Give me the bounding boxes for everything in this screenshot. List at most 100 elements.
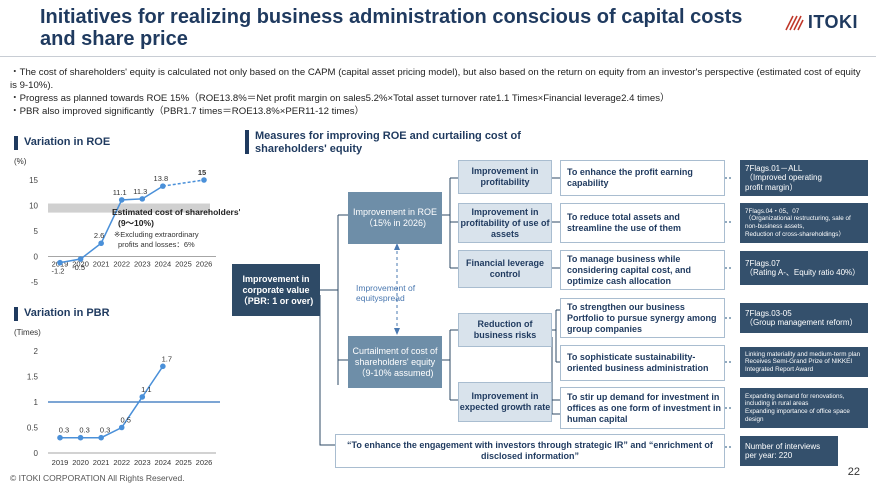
x-tick-label: 2025 — [175, 260, 192, 269]
flag-line: profit margin） — [745, 182, 798, 192]
data-label: 11.1 — [113, 188, 127, 197]
x-tick-label: 2026 — [196, 458, 213, 465]
logo-text: ITOKI — [807, 12, 858, 32]
data-point — [118, 424, 125, 431]
data-point — [77, 434, 84, 441]
action-reduce-assets: To reduce total assets and streamline th… — [560, 203, 725, 243]
data-label: 0.3 — [79, 426, 89, 435]
flag-line: Number of interviews — [745, 441, 821, 451]
flag-line: non-business assets, — [745, 223, 805, 230]
flag-box-7: Number of interviews per year: 220 — [740, 436, 838, 466]
data-label: -1.2 — [52, 267, 65, 276]
x-tick-label: 2023 — [134, 260, 151, 269]
flag-line: Receives Semi-Grand Prize of NIKKEI — [745, 358, 853, 366]
data-label: 0.5 — [120, 416, 130, 425]
data-point — [98, 240, 104, 247]
header-divider — [0, 56, 876, 57]
heading-bar — [245, 130, 249, 154]
flag-box-2: 7Flags.04・05、07 （Organizational restruct… — [740, 203, 868, 243]
flag-line: Expanding demand for renovations, — [745, 392, 845, 400]
data-point — [77, 256, 84, 262]
data-point — [160, 363, 166, 370]
y-tick-label: 1.5 — [27, 373, 39, 382]
x-tick-label: 2019 — [52, 458, 69, 465]
flag-line: （Improved operating — [745, 173, 822, 183]
data-point — [139, 196, 146, 202]
action-business-portfolio: To strengthen our business Portfolio to … — [560, 298, 725, 338]
intro-bullets: ・The cost of shareholders' equity is cal… — [10, 66, 868, 118]
itoki-logo-icon — [785, 15, 804, 30]
equity-spread-label: Improvement of equityspread — [356, 283, 416, 303]
flag-line: （Organizational restructuring, sale of — [745, 215, 851, 223]
roe-chart: (%)151050-520192020202120222023202420252… — [14, 157, 240, 287]
data-label: 1.7 — [162, 354, 172, 363]
heading-bar — [14, 136, 18, 150]
flag-line: Integrated Report Award — [745, 365, 814, 373]
flag-box-6: Expanding demand for renovations, includ… — [740, 388, 868, 428]
y-tick-label: -5 — [31, 278, 39, 287]
series-line — [60, 365, 164, 439]
axis-unit: (%) — [14, 157, 27, 166]
company-logo: ITOKI — [784, 12, 858, 33]
intro-bullet-1: ・The cost of shareholders' equity is cal… — [10, 67, 861, 91]
x-tick-label: 2022 — [113, 458, 130, 465]
roe-improvement-box: Improvement in ROE（15% in 2026) — [348, 192, 442, 244]
data-label: -0.5 — [72, 263, 85, 272]
measures-heading: Measures for improving ROE and curtailin… — [245, 130, 545, 156]
y-tick-label: 2 — [34, 347, 39, 356]
data-label: 15 — [198, 168, 206, 177]
flag-box-3: 7Flags.07 （Rating A-、Equity ratio 40%） — [740, 251, 868, 285]
x-tick-label: 2025 — [175, 458, 192, 465]
roe-heading-text: Variation in ROE — [24, 136, 111, 148]
flag-box-4: 7Flags.03-05 （Group management reform） — [740, 303, 868, 333]
lever-financial-leverage: Financial leverage control — [458, 250, 552, 288]
flag-line: （Rating A-、Equity ratio 40%） — [745, 268, 861, 277]
data-point — [160, 183, 166, 189]
roe-section-heading: Variation in ROE — [14, 136, 110, 150]
x-tick-label: 2024 — [155, 458, 172, 465]
x-tick-label: 2021 — [93, 458, 110, 465]
data-label: 0.3 — [100, 426, 110, 435]
data-point — [139, 394, 146, 400]
intro-bullet-3: ・PBR also improved significantly（PBR1.7 … — [10, 106, 365, 117]
data-point — [118, 197, 125, 203]
flag-line: 7Flags.07 — [745, 258, 781, 268]
data-point — [57, 434, 63, 441]
x-tick-label: 2022 — [113, 260, 130, 269]
lever-asset-use: Improvement in profitability of use of a… — [458, 203, 552, 243]
intro-bullet-2: ・Progress as planned towards ROE 15%（ROE… — [10, 93, 670, 104]
cost-of-equity-range: (9～10%) — [118, 218, 154, 228]
measures-heading-text: Measures for improving ROE and curtailin… — [255, 130, 521, 155]
flag-line: design — [745, 415, 764, 423]
flag-line: 7Flags.01－ALL — [745, 163, 803, 173]
pbr-heading-text: Variation in PBR — [24, 307, 110, 319]
cost-of-equity-band — [48, 203, 210, 213]
extraordinary-note: ※Excluding extraordinary — [114, 230, 199, 239]
y-tick-label: 1 — [34, 398, 39, 407]
data-point — [98, 434, 104, 441]
corporate-value-box: Improvement in corporate value（PBR: 1 or… — [232, 264, 320, 316]
cost-of-equity-annotation: Estimated cost of shareholders' equity — [112, 207, 240, 217]
heading-bar — [14, 307, 18, 321]
extraordinary-note-value: profits and losses：6% — [118, 240, 195, 249]
lever-growth-rate: Improvement in expected growth rate — [458, 382, 552, 422]
flag-line: 7Flags.04・05、07 — [745, 207, 800, 215]
data-point — [57, 259, 63, 266]
flag-box-1: 7Flags.01－ALL （Improved operating profit… — [740, 160, 868, 196]
data-label: 13.8 — [154, 174, 169, 183]
flag-line: per year: 220 — [745, 451, 793, 460]
action-sustainability: To sophisticate sustainability-oriented … — [560, 345, 725, 381]
data-label: 11.3 — [133, 187, 147, 196]
x-tick-label: 2026 — [196, 260, 213, 269]
data-point — [201, 177, 207, 183]
y-tick-label: 10 — [29, 202, 38, 211]
flag-line: 7Flags.03-05 — [745, 308, 792, 318]
axis-unit: (Times) — [14, 328, 41, 337]
lever-profitability: Improvement in profitability — [458, 160, 552, 194]
pbr-section-heading: Variation in PBR — [14, 307, 110, 321]
data-label: 0.3 — [59, 426, 69, 435]
y-tick-label: 0.5 — [27, 424, 39, 433]
flag-line: （Group management reform） — [745, 318, 858, 327]
action-office-investment: To stir up demand for investment in offi… — [560, 387, 725, 429]
